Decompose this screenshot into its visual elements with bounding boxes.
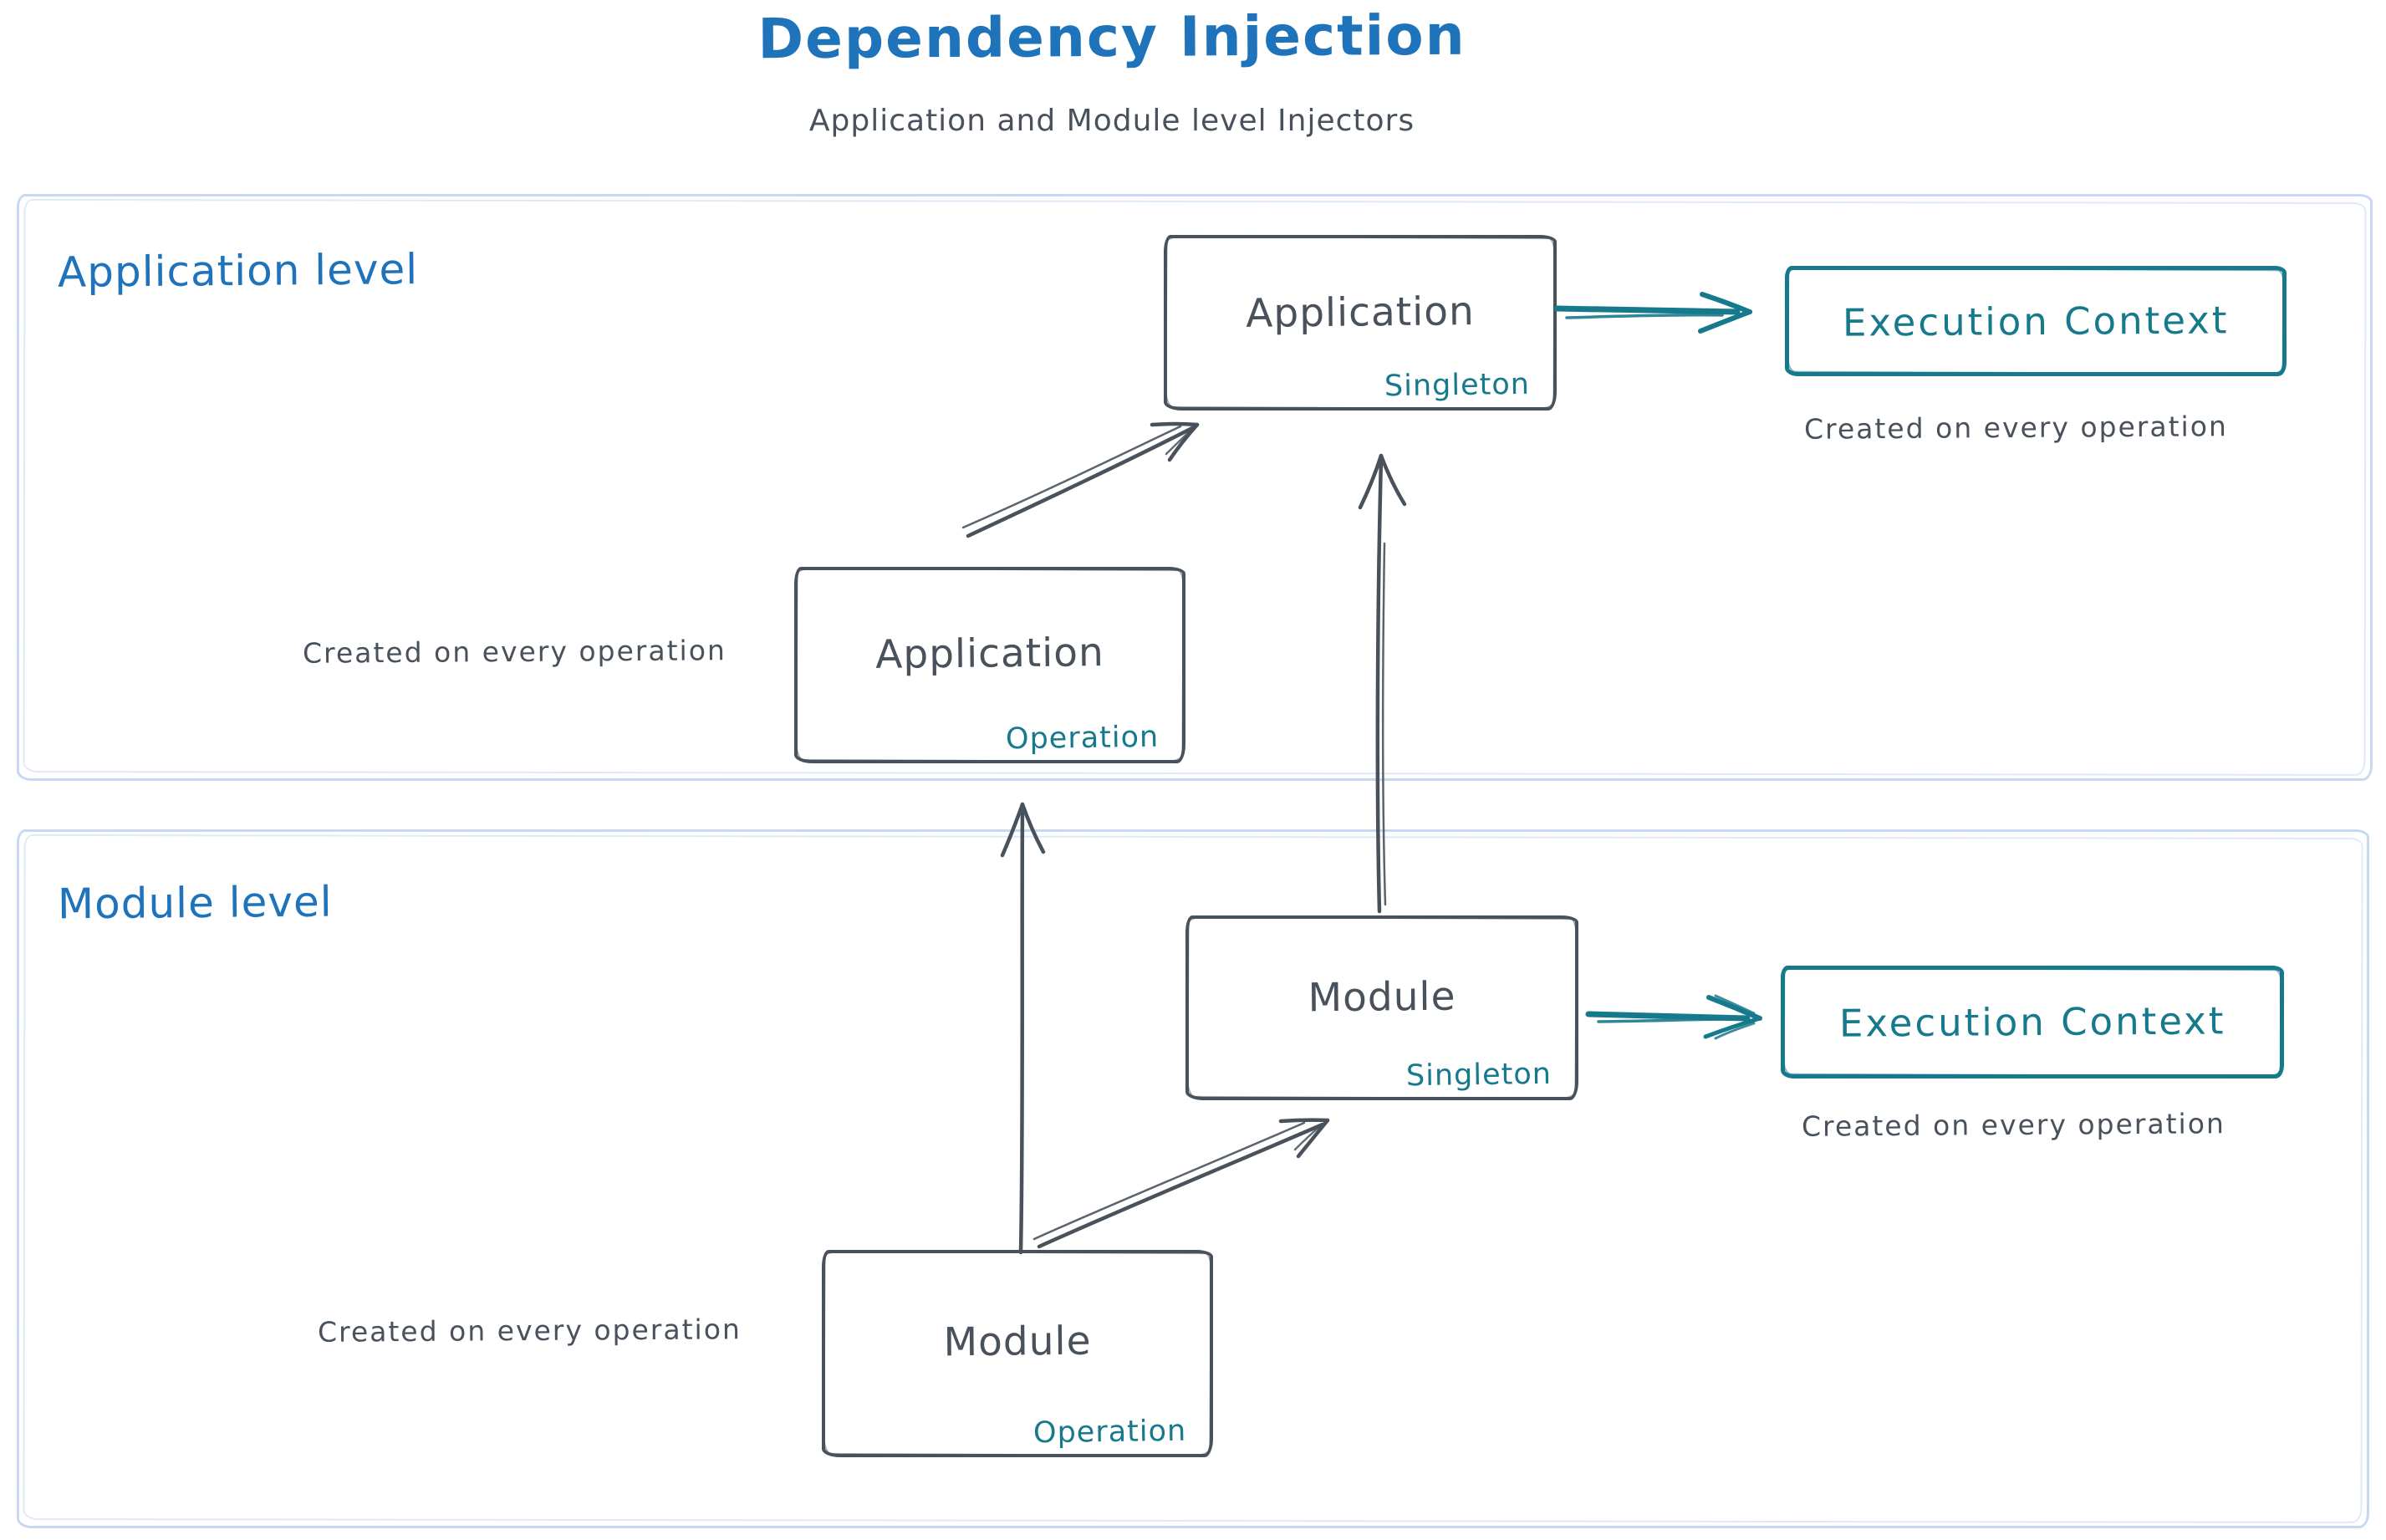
application-operation-box: Application Operation xyxy=(794,567,1185,763)
application-execution-context-box: Execution Context xyxy=(1785,266,2287,376)
application-execution-context-caption: Created on every operation xyxy=(1803,410,2228,446)
application-singleton-title: Application xyxy=(1245,288,1476,337)
module-level-label: Module level xyxy=(57,877,333,929)
application-execution-context-label: Execution Context xyxy=(1842,297,2230,345)
diagram-title: Dependency Injection xyxy=(757,3,1466,72)
application-operation-badge: Operation xyxy=(1005,720,1160,757)
application-operation-caption: Created on every operation xyxy=(302,634,727,670)
application-singleton-badge: Singleton xyxy=(1384,367,1531,404)
module-singleton-title: Module xyxy=(1308,973,1456,1022)
application-singleton-box: Application Singleton xyxy=(1164,235,1557,410)
module-operation-caption: Created on every operation xyxy=(317,1313,742,1349)
application-operation-title: Application xyxy=(874,629,1105,678)
application-level-label: Application level xyxy=(57,245,419,297)
module-operation-title: Module xyxy=(943,1318,1092,1366)
diagram-subtitle: Application and Module level Injectors xyxy=(808,104,1415,138)
module-execution-context-caption: Created on every operation xyxy=(1801,1107,2225,1143)
module-execution-context-box: Execution Context xyxy=(1781,966,2284,1079)
module-operation-badge: Operation xyxy=(1032,1414,1187,1451)
module-operation-box: Module Operation xyxy=(822,1250,1213,1457)
module-singleton-box: Module Singleton xyxy=(1185,915,1578,1100)
module-singleton-badge: Singleton xyxy=(1405,1057,1552,1094)
module-execution-context-label: Execution Context xyxy=(1838,998,2226,1046)
